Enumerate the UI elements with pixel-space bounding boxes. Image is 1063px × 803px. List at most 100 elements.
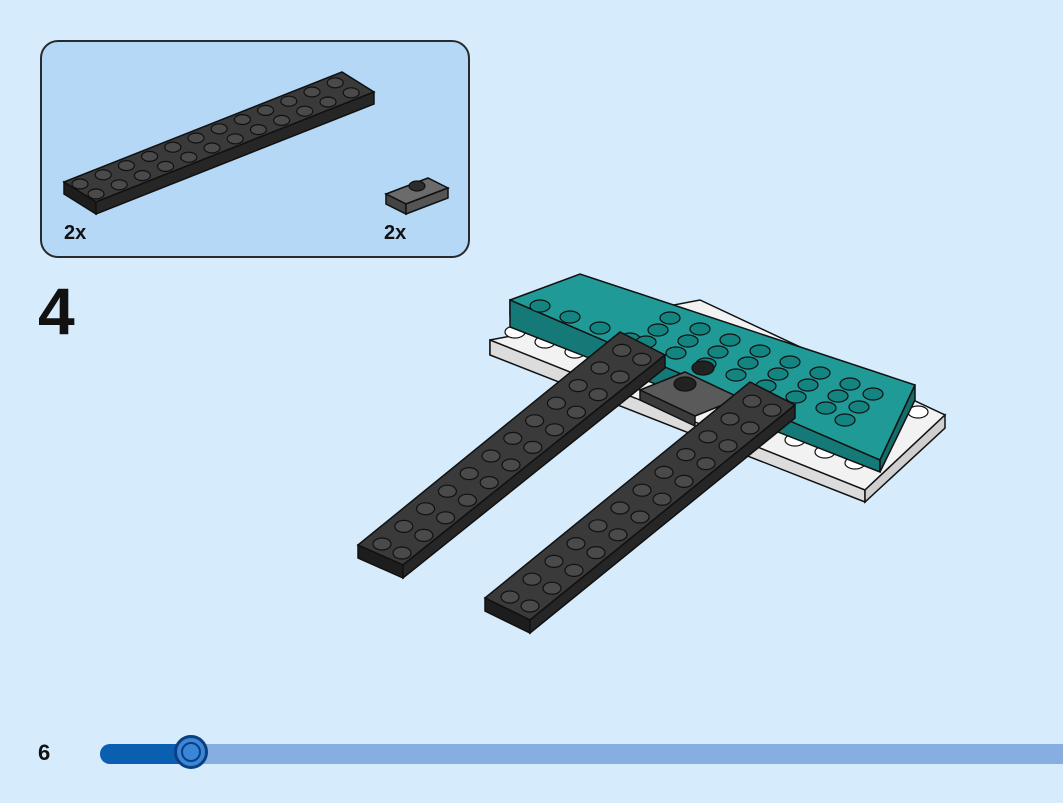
stud-icon	[326, 77, 344, 89]
progress-track	[100, 744, 1063, 764]
stud-icon	[500, 590, 520, 604]
stud-icon	[848, 400, 870, 414]
stud-icon	[659, 311, 681, 325]
stud-icon	[503, 431, 523, 445]
stud-icon	[566, 537, 586, 551]
part-count-black-plate: 2x	[64, 222, 87, 244]
stud-icon	[718, 439, 738, 453]
stud-icon	[71, 178, 89, 190]
stud-icon	[394, 519, 414, 533]
part-count-jumper-plate: 2x	[384, 222, 407, 244]
stud-icon	[187, 132, 205, 144]
stud-icon	[210, 123, 228, 135]
stud-icon	[415, 502, 436, 516]
stud-icon	[719, 333, 741, 347]
stud-icon	[797, 378, 819, 392]
stud-icon	[479, 476, 499, 490]
stud-icon	[612, 343, 632, 358]
stud-icon	[610, 501, 630, 515]
build-step-model-illustration	[356, 273, 947, 635]
stud-icon	[457, 493, 478, 507]
stud-icon	[87, 188, 105, 200]
stud-icon	[590, 361, 610, 375]
stud-icon	[834, 413, 856, 427]
stud-icon	[740, 421, 760, 435]
step-number: 4	[38, 274, 75, 348]
stud-icon	[564, 563, 584, 577]
stud-icon	[725, 368, 747, 382]
stud-icon	[698, 430, 718, 444]
stud-icon	[273, 114, 291, 127]
stud-icon	[720, 412, 740, 426]
stud-icon	[525, 414, 545, 428]
stud-icon	[296, 105, 314, 117]
stud-icon	[501, 458, 521, 472]
stud-icon	[542, 581, 562, 595]
stud-icon	[226, 133, 244, 145]
stud-icon	[233, 113, 251, 126]
stud-icon	[586, 546, 606, 560]
stud-icon	[117, 159, 136, 172]
stud-icon	[608, 528, 628, 542]
stud-icon	[665, 346, 687, 360]
stud-icon	[203, 142, 221, 154]
stud-icon	[652, 492, 672, 506]
stud-icon	[544, 554, 564, 568]
stud-icon	[677, 334, 699, 348]
stud-icon	[110, 179, 128, 191]
stud-icon	[632, 483, 652, 497]
stud-icon	[676, 448, 696, 462]
stud-icon	[319, 96, 337, 108]
stud-icon	[742, 394, 762, 408]
stud-icon	[779, 355, 801, 369]
stud-icon	[94, 169, 112, 181]
stud-icon	[689, 322, 711, 336]
stud-icon	[674, 474, 694, 488]
stud-icon	[862, 387, 884, 401]
stud-icon	[696, 457, 716, 471]
stud-icon	[392, 546, 412, 560]
stud-icon	[654, 465, 674, 479]
stud-icon	[459, 467, 479, 481]
stud-icon	[156, 160, 175, 173]
stud-icon	[559, 310, 581, 324]
stud-icon	[588, 519, 608, 533]
stud-icon	[707, 345, 729, 359]
progress-knob	[174, 735, 208, 769]
progress-bar	[100, 735, 1063, 769]
stud-icon	[435, 511, 456, 525]
progress-fill	[100, 744, 191, 764]
stud-icon	[767, 367, 789, 381]
stud-icon	[546, 396, 566, 410]
stud-icon	[762, 403, 782, 417]
stud-icon	[630, 510, 650, 524]
stud-icon	[280, 95, 298, 107]
stud-icon	[414, 528, 434, 542]
stud-icon	[180, 151, 198, 163]
black-plate-left-icon	[356, 331, 667, 580]
stud-icon	[303, 86, 321, 98]
parts-illustration	[62, 71, 450, 216]
stud-icon	[372, 537, 392, 551]
stud-icon	[545, 423, 565, 437]
page-number: 6	[38, 740, 51, 765]
stud-icon	[164, 141, 182, 153]
stud-icon	[437, 484, 458, 498]
stud-icon	[529, 299, 551, 313]
black-plate-right-icon	[483, 381, 797, 635]
black-plate-2x12-icon	[62, 71, 376, 216]
stud-icon	[342, 87, 360, 99]
stud-icon	[523, 440, 543, 454]
stud-icon	[520, 599, 540, 613]
stud-icon	[568, 378, 588, 393]
stud-icon	[522, 572, 542, 586]
stud-icon	[809, 366, 831, 380]
dark-grey-jumper-plate-icon	[638, 360, 742, 428]
stud-icon	[827, 389, 849, 403]
stud-icon	[588, 388, 608, 402]
stud-icon	[481, 449, 501, 463]
stud-icon	[815, 401, 837, 415]
stud-icon	[839, 377, 861, 391]
stud-icon	[632, 352, 652, 367]
stud-icon	[566, 405, 586, 419]
